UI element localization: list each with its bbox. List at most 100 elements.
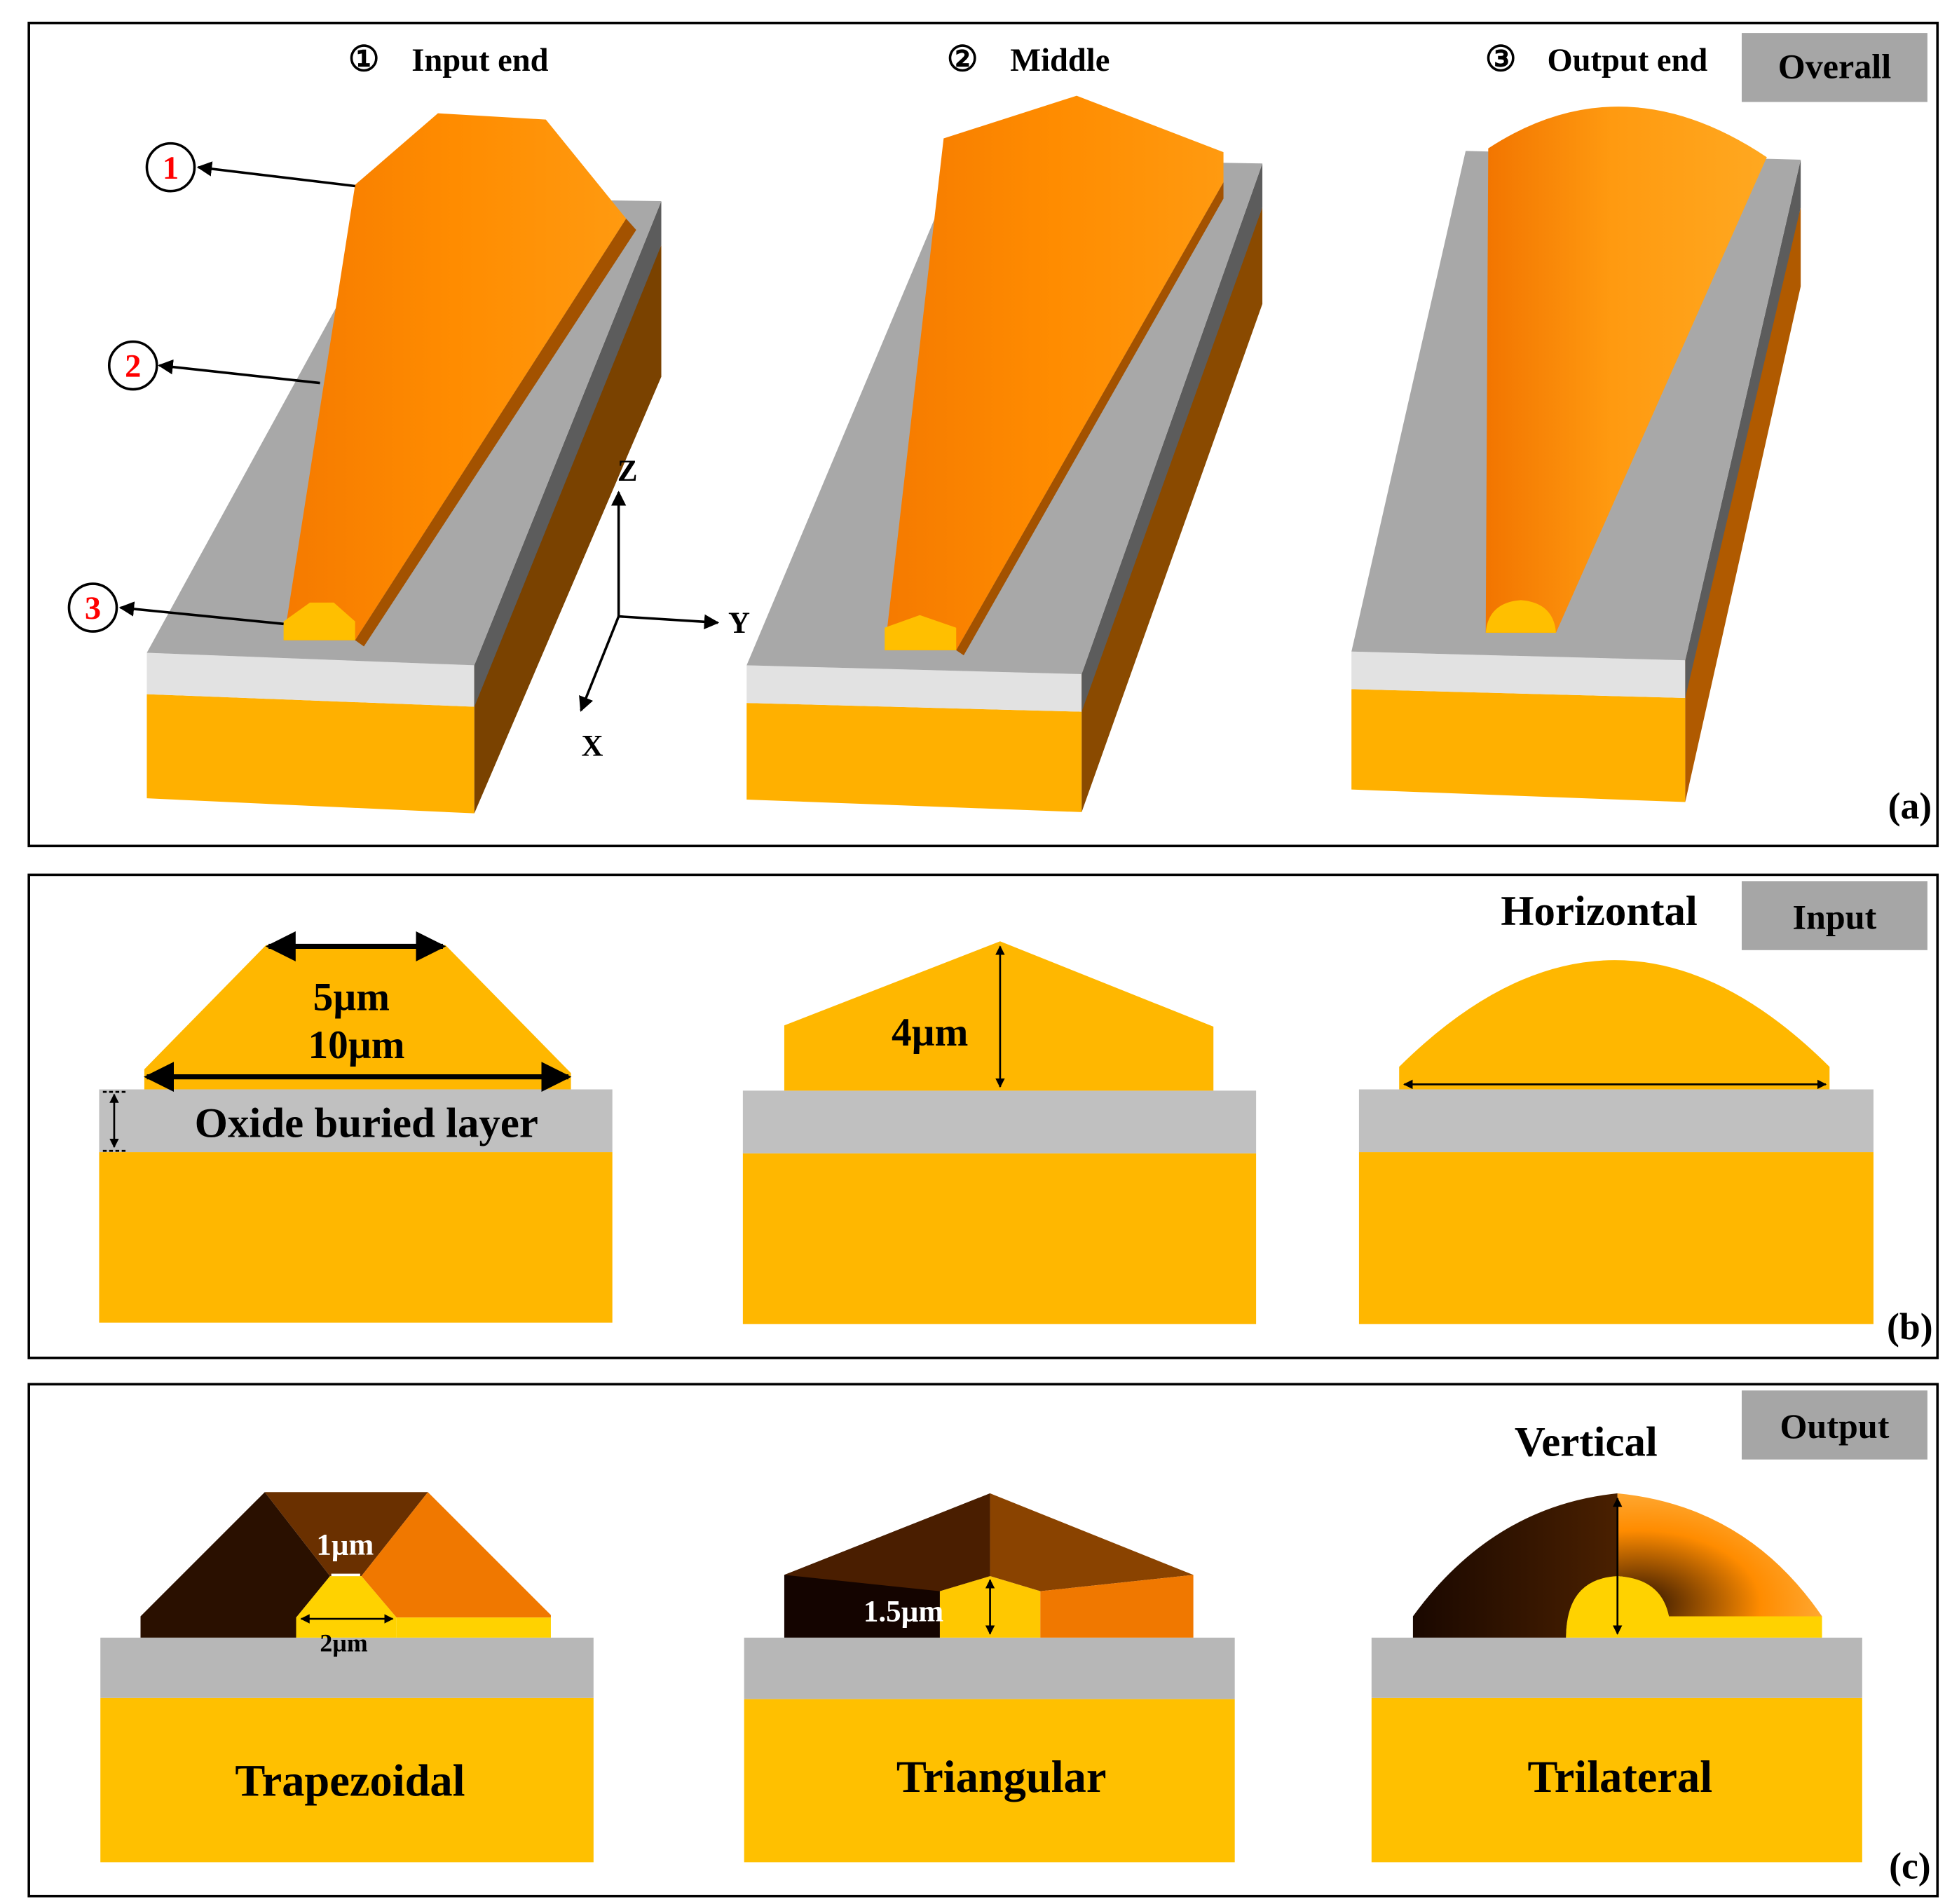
facet-right: [361, 1492, 551, 1618]
block-trilateral-3d: [1351, 107, 1801, 802]
dome-left: [1412, 1493, 1618, 1638]
core-height-label: 1.5µm: [864, 1596, 943, 1629]
marker-2-circle: [107, 340, 158, 391]
facet-upper-left: [784, 1493, 990, 1591]
taper-cone: [283, 113, 627, 641]
side-dark: [474, 200, 662, 707]
core-end: [1566, 1576, 1822, 1638]
oxide-layer: [99, 1089, 613, 1153]
y-axis: [618, 614, 720, 630]
marker-2: 2: [125, 349, 141, 385]
dome-right: [1617, 1493, 1822, 1617]
panel-a-frame: [27, 21, 1939, 848]
substrate: [99, 1152, 613, 1323]
end-view-trapezoidal: 1µm 2µm Trapezoidal: [100, 1492, 594, 1863]
cross-section-triangular: 4µm: [742, 941, 1257, 1324]
block-triangular-3d: [746, 95, 1263, 812]
input-tag: Input: [1793, 897, 1877, 936]
shape-label-trapezoidal: Trapezoidal: [235, 1755, 465, 1805]
base-width-label: 10µm: [308, 1023, 404, 1067]
facet-right: [1040, 1575, 1194, 1638]
side-dark: [1685, 159, 1801, 698]
height-label: 4µm: [892, 1011, 968, 1055]
taper-end-face: [283, 602, 355, 641]
marker-1-arrow: [196, 161, 355, 188]
heading-2-text: Middle: [1010, 43, 1110, 78]
core-top-label: 1µm: [316, 1529, 374, 1562]
shape-label-trilateral: Trilateral: [1528, 1752, 1713, 1802]
z-axis-label: Z: [617, 455, 638, 488]
substrate-side: [1081, 207, 1263, 812]
block-trapezoidal-3d: [146, 113, 662, 814]
cross-section-trapezoidal: 5µm 10µm Oxide buried layer: [99, 931, 613, 1323]
top-width-label: 5µm: [313, 975, 390, 1020]
panel-c-label: (c): [1889, 1845, 1931, 1887]
marker-3: 3: [85, 591, 101, 626]
marker-3-arrow: [118, 601, 284, 626]
heading-1-symbol: ①: [348, 39, 380, 78]
core-width-label: 2µm: [320, 1629, 368, 1657]
oxide-layer: [744, 1637, 1235, 1699]
output-tag-box: [1741, 1390, 1927, 1460]
shape-label-triangular: Triangular: [896, 1752, 1107, 1802]
y-axis-label: Y: [728, 607, 750, 640]
position-markers: 1 2 3: [67, 142, 355, 633]
facet-top: [264, 1492, 428, 1577]
panel-a-label: (a): [1888, 785, 1932, 827]
taper-shadow: [355, 219, 636, 647]
core-ledge: [396, 1617, 551, 1638]
panel-c: Output Vertical 1µm 2µm Trapezoidal: [27, 1383, 1939, 1898]
substrate-front: [1351, 689, 1686, 802]
panel-a: Overall ① Input end ② Middle ③ Output en…: [27, 21, 1939, 848]
substrate-front: [746, 703, 1082, 812]
taper-shadow: [956, 182, 1224, 656]
overall-tag-box: [1741, 33, 1927, 102]
core-dome: [1399, 960, 1830, 1090]
heading-1-text: Input end: [411, 43, 548, 78]
oxide-front: [146, 652, 475, 707]
substrate: [744, 1699, 1235, 1863]
marker-1: 1: [163, 151, 179, 186]
oxide-front: [1351, 651, 1686, 698]
panel-b-label: (b): [1887, 1306, 1933, 1348]
marker-1-circle: [145, 142, 196, 193]
heading-2-symbol: ②: [947, 39, 978, 78]
input-tag-box: [1741, 881, 1927, 950]
substrate: [1358, 1152, 1874, 1324]
output-tag: Output: [1780, 1406, 1889, 1446]
taper-end-face: [1485, 600, 1556, 633]
substrate: [742, 1153, 1257, 1324]
marker-3-circle: [67, 582, 118, 633]
marker-2-arrow: [158, 359, 320, 385]
panel-b: Input Horizontal 5µm 10µm Oxide buried l…: [27, 873, 1939, 1359]
facet-dark: [140, 1492, 330, 1638]
x-axis-label: X: [582, 730, 603, 762]
heading-3-text: Output end: [1547, 43, 1707, 78]
taper-end-face: [885, 615, 957, 650]
overall-tag: Overall: [1778, 47, 1891, 86]
panel-c-frame: [27, 1383, 1939, 1898]
oxide-layer: [1371, 1637, 1862, 1698]
vertical-label: Vertical: [1515, 1418, 1658, 1465]
substrate-front: [146, 694, 475, 814]
horizontal-label: Horizontal: [1501, 888, 1698, 935]
substrate: [100, 1697, 594, 1863]
taper-cone: [885, 95, 1224, 650]
oxide-layer: [1358, 1089, 1874, 1153]
substrate-side: [1685, 207, 1801, 802]
core-trapezoid: [144, 945, 571, 1090]
panel-b-frame: [27, 873, 1939, 1359]
x-axis: [579, 615, 620, 712]
substrate: [1371, 1697, 1862, 1863]
end-view-trilateral: Trilateral: [1371, 1493, 1862, 1863]
cross-section-trilateral: [1358, 960, 1874, 1324]
core-pentagon: [784, 941, 1214, 1091]
taper-cone: [1485, 107, 1767, 633]
end-view-triangular: 1.5µm Triangular: [744, 1493, 1235, 1863]
heading-3-symbol: ③: [1485, 39, 1517, 78]
substrate-side: [474, 245, 662, 814]
oxide-layer: [742, 1090, 1257, 1153]
coordinate-axes: Z Y X: [579, 455, 750, 762]
side-dark: [1081, 163, 1263, 712]
facet-upper-right: [990, 1493, 1194, 1591]
